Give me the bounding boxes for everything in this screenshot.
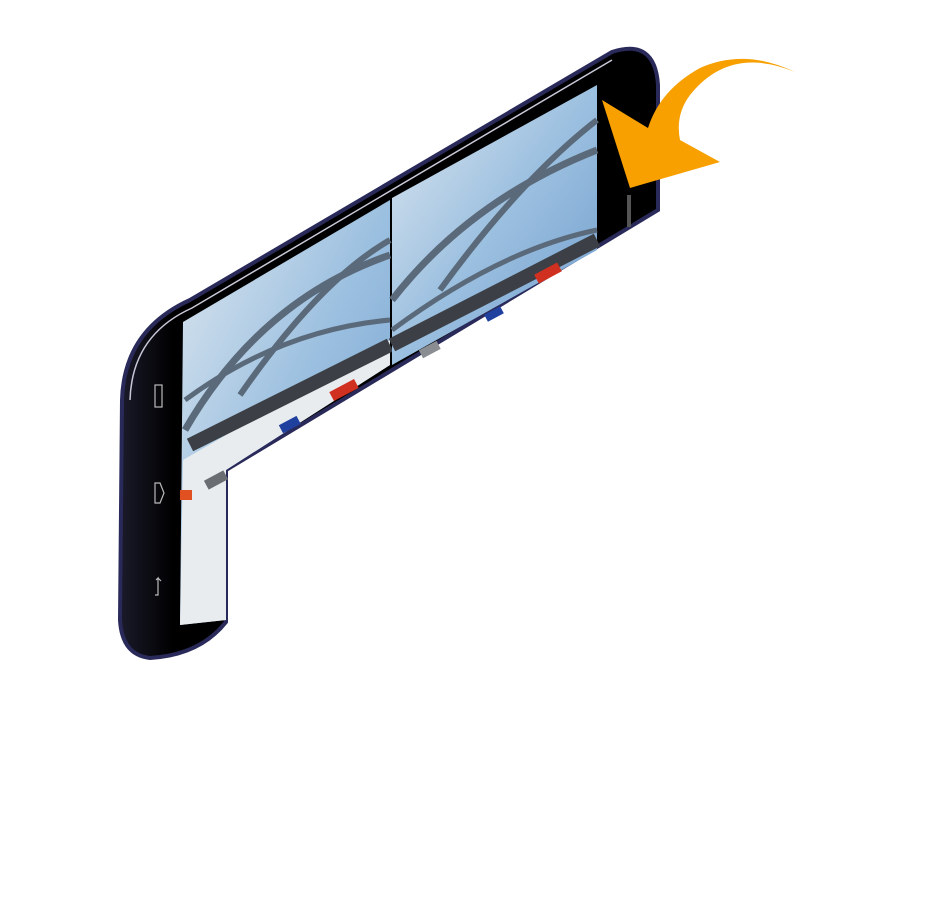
recent-apps-icon[interactable]	[154, 384, 163, 408]
back-icon[interactable]	[155, 576, 162, 596]
home-icon[interactable]	[154, 482, 165, 504]
side-button	[627, 195, 631, 227]
screen-left-eye	[180, 200, 394, 625]
phone-rim-highlight	[129, 59, 613, 401]
rotate-arrow-icon	[602, 58, 795, 189]
screen-right-eye	[388, 85, 601, 365]
